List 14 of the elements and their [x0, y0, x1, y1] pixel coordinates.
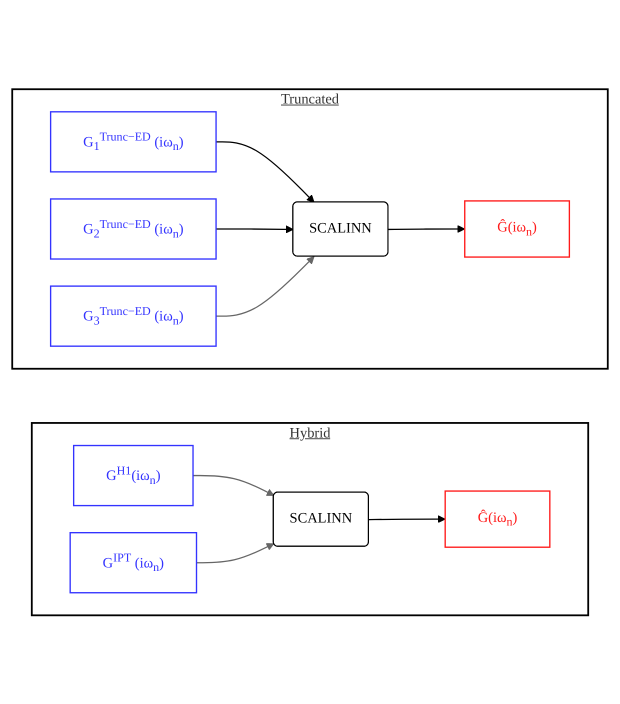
- node-box: Ĝ(iω$_{n}$): [444, 490, 550, 548]
- arrow: [368, 514, 446, 523]
- arrow: [193, 474, 274, 496]
- node-box: G$_{1}$$^{Trunc−ED}$ (iω$_{n}$): [50, 110, 217, 172]
- node-box: G$_{3}$$^{Trunc−ED}$ (iω$_{n}$): [50, 285, 217, 347]
- node-box: G$^{H1}$(iω$_{n}$): [72, 444, 194, 506]
- node-box: G$_{2}$$^{Trunc−ED}$ (iω$_{n}$): [50, 198, 217, 260]
- node-box: Ĝ(iω$_{n}$): [464, 200, 570, 258]
- arrow: [196, 542, 274, 564]
- arrow: [216, 140, 314, 202]
- arrow: [388, 224, 466, 233]
- arrow: [216, 225, 294, 234]
- node-box: G$^{IPT}$ (iω$_{n}$): [70, 532, 198, 594]
- arrow: [216, 256, 314, 316]
